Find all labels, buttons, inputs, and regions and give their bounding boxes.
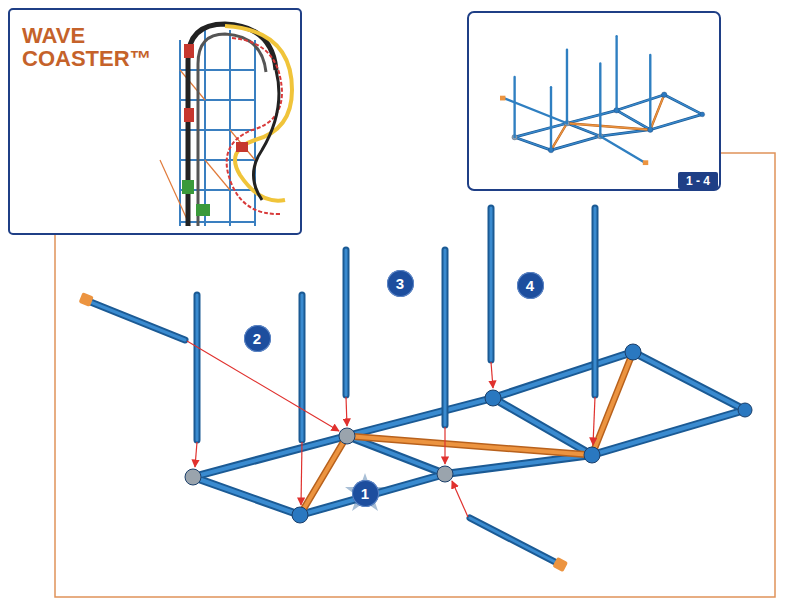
- callout-text: 1: [361, 485, 369, 502]
- coaster-model: [160, 24, 292, 226]
- callout-number: 1: [352, 480, 379, 507]
- callout-number: 3: [387, 270, 414, 297]
- callout-text: 1 - 4: [686, 174, 710, 188]
- inset-panel: [8, 8, 302, 235]
- callout-number: 2: [244, 325, 271, 352]
- title-panel: WAVE COASTER™: [8, 8, 302, 235]
- callout-text: 4: [526, 277, 534, 294]
- callout-text: 2: [253, 330, 261, 347]
- step-range-badge: 1 - 4: [678, 172, 718, 189]
- preview-model: [500, 36, 705, 165]
- title-text: WAVE COASTER™: [22, 24, 157, 70]
- base-assembly: [185, 344, 752, 523]
- loose-rods: [79, 208, 595, 572]
- callout-text: 3: [396, 275, 404, 292]
- placement-arrows: [187, 341, 595, 517]
- preview-panel: [468, 12, 720, 190]
- callout-number: 4: [517, 272, 544, 299]
